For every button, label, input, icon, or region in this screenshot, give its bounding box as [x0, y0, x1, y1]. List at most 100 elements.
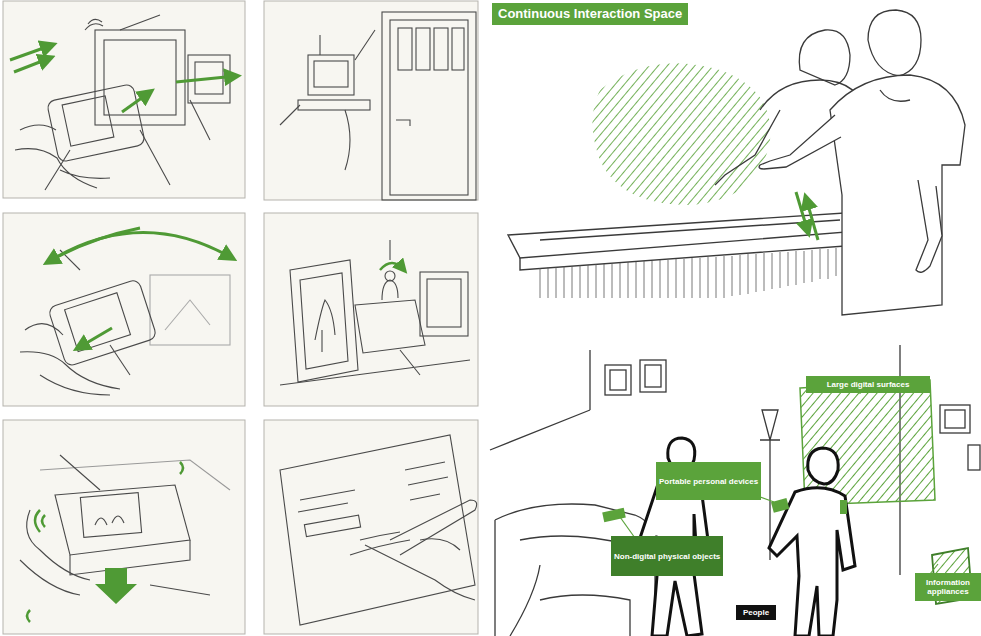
sketch-frame-transfer: [62, 96, 114, 146]
sketch-door-panel: [280, 30, 375, 170]
room-sketch: [490, 350, 590, 450]
sketch-pen-tablet: [350, 532, 410, 555]
person-sketch: [830, 75, 965, 315]
green-down-arrow: [95, 568, 137, 604]
label-text: People: [743, 608, 769, 617]
sketch-door-panel: [416, 28, 430, 70]
green-arrow: [48, 228, 140, 262]
sketch-ambient-display: [315, 300, 335, 352]
sketch-door-panel: [398, 28, 412, 70]
sketch-photo-printer: [60, 455, 210, 595]
sketch-door-panel: [382, 12, 476, 200]
person-sketch: [759, 115, 841, 169]
sketch-photo-printer: [40, 460, 230, 490]
large-digital-surface: [800, 380, 935, 505]
person-sketch: [868, 10, 921, 76]
sketch-frame-transfer: [47, 84, 146, 163]
sketch-pen-tablet: [304, 515, 360, 536]
person-sketch: [715, 10, 965, 315]
sketch-door-panel: [390, 20, 468, 195]
sketch-door-panel: [280, 12, 476, 200]
sketch-panel: [3, 1, 245, 198]
room-sketch: [510, 565, 540, 636]
sketch-ambient-display: [420, 272, 468, 336]
sketch-panel: [3, 1, 478, 634]
sketch-frame-transfer: [15, 125, 110, 188]
room-sketch: [640, 360, 666, 392]
interactive-table: [520, 230, 872, 270]
interactive-table: [508, 212, 872, 270]
sketch-photo-printer: [20, 510, 90, 595]
interaction-space-hatch: [593, 63, 771, 205]
sketch-ambient-display: [300, 273, 348, 369]
sketch-pen-tablet: [365, 500, 477, 560]
sketch-photo-printer: [80, 493, 141, 538]
sketch-pen-tablet: [395, 539, 475, 600]
sketch-tilt-phone: [165, 300, 210, 330]
table-base-hatch: [540, 246, 860, 298]
sketch-pen-tablet: [280, 435, 477, 625]
green-arrow: [10, 45, 236, 112]
green-arrow: [48, 228, 232, 348]
green-arrow: [27, 462, 183, 622]
label-box: Large digital surfaces: [806, 376, 930, 393]
room-sketch: [940, 405, 970, 433]
green-arrow: [176, 76, 236, 82]
sketch-photo-printer: [70, 540, 190, 575]
label-text: Non-digital physical objects: [614, 552, 720, 561]
sketch-pen-tablet: [405, 462, 448, 500]
sketch-tilt-phone: [20, 324, 120, 395]
interaction-space-hatch: [593, 63, 771, 205]
sketch-tilt-phone: [60, 250, 130, 375]
sketch-door-panel: [452, 28, 464, 70]
room-sketch: [605, 365, 631, 395]
sketch-photo-printer: [95, 516, 124, 525]
sketch-ambient-display: [385, 271, 395, 281]
person-sketch: [880, 90, 910, 101]
green-arrow: [806, 198, 818, 240]
green-arrow: [27, 610, 30, 622]
label-text: Portable personal devices: [659, 477, 758, 486]
sketch-pen-tablet: [298, 490, 355, 512]
sketch-panel: [3, 213, 245, 406]
label-text: Large digital surfaces: [827, 380, 910, 389]
sketch-photo-printer: [55, 485, 190, 555]
room-sketch: [490, 345, 980, 636]
sketch-frame-transfer: [45, 15, 210, 190]
sketch-tilt-phone: [20, 250, 230, 395]
table-base-hatch: [540, 246, 860, 298]
sketch-ambient-display: [427, 279, 461, 327]
label-text: Information appliances: [918, 578, 978, 596]
label-box: People: [736, 605, 776, 620]
sketch-door-panel: [308, 55, 354, 95]
person-sketch: [916, 180, 942, 272]
room-sketch: [945, 410, 965, 428]
title-band: Continuous Interaction Space: [492, 3, 688, 25]
green-arrow: [180, 462, 183, 474]
sketch-pen-tablet: [280, 435, 475, 625]
label-box: Information appliances: [915, 573, 981, 601]
sketch-tilt-phone: [150, 275, 230, 345]
interactive-table: [540, 220, 840, 240]
sketch-panel: [264, 420, 478, 634]
green-arrow: [35, 510, 45, 532]
green-arrow: [14, 58, 50, 72]
sketch-frame-transfer: [85, 19, 103, 30]
person-silhouette: [769, 488, 855, 636]
green-arrow: [78, 328, 112, 348]
room-sketch: [968, 445, 980, 470]
sketch-door-panel: [396, 120, 410, 126]
label-box: Non-digital physical objects: [611, 536, 723, 576]
person-sketch: [799, 30, 850, 85]
sketch-panel: [3, 420, 245, 634]
sketch-door-panel: [434, 28, 448, 70]
large-digital-surface: [800, 380, 935, 505]
portable-device: [771, 498, 789, 513]
sketch-tilt-phone: [65, 293, 131, 352]
green-arrow: [796, 192, 818, 240]
sketch-panel: [264, 1, 478, 200]
sketch-panel: [264, 213, 478, 406]
person-silhouette: [808, 448, 838, 484]
